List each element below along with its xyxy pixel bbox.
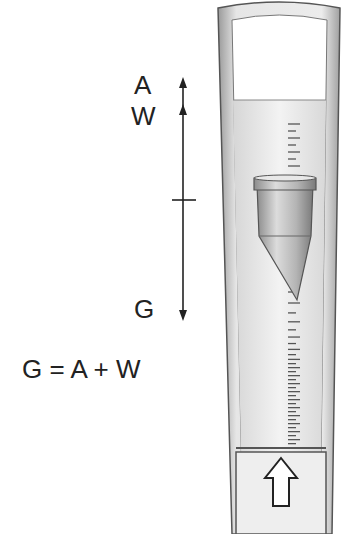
scale-tick — [288, 435, 296, 436]
tube-bore — [232, 15, 327, 534]
scale-tick — [288, 130, 296, 131]
force-label: A — [134, 72, 151, 98]
force-equation: G = A + W — [22, 356, 141, 382]
scale-tick — [288, 375, 300, 376]
float — [257, 184, 313, 300]
force-a-head — [179, 77, 187, 88]
scale-tick — [288, 427, 296, 428]
scale-tick — [288, 395, 296, 396]
scale-tick — [288, 354, 296, 355]
scale-tick — [288, 383, 300, 384]
scale-tick — [288, 423, 300, 424]
scale-tick — [288, 158, 296, 159]
tube-wall — [218, 2, 340, 534]
force-w-head — [179, 104, 187, 115]
scale-tick — [288, 302, 300, 303]
scale-tick — [288, 415, 300, 416]
scale-tick — [288, 371, 296, 372]
scale-tick — [288, 431, 300, 432]
force-label: G — [134, 296, 154, 322]
liquid — [233, 100, 326, 534]
scale-tick — [288, 403, 296, 404]
scale-tick — [288, 363, 296, 364]
float-centre-tick — [172, 199, 196, 201]
force-a-line — [182, 84, 184, 200]
scale-tick — [288, 367, 300, 368]
scale-tick — [288, 419, 296, 420]
scale-tick — [288, 359, 300, 360]
scale-tick — [288, 439, 300, 440]
inlet-edge — [236, 447, 326, 449]
scale-tick — [288, 312, 296, 313]
scale-tick — [288, 387, 296, 388]
scale-tick — [288, 349, 300, 350]
inlet-fitting — [236, 452, 326, 534]
force-g-head — [179, 310, 187, 321]
scale-tick — [288, 151, 300, 152]
scale-tick — [288, 399, 300, 400]
liquid-surface — [233, 100, 326, 101]
scale-tick — [288, 165, 300, 166]
force-g-line — [182, 200, 184, 312]
force-label: W — [131, 103, 156, 129]
float-top — [254, 175, 316, 181]
scale-tick — [288, 391, 300, 392]
scale-tick — [288, 411, 296, 412]
scale-tick — [288, 336, 300, 337]
scale-tick — [288, 321, 300, 322]
scale-tick — [288, 407, 300, 408]
scale-tick — [288, 123, 300, 124]
scale-tick — [288, 343, 296, 344]
float-edge — [259, 236, 311, 237]
flow-arrow — [265, 458, 297, 506]
scale-tick — [288, 137, 300, 138]
scale-tick — [288, 443, 296, 444]
scale-tick — [288, 329, 296, 330]
scale-tick — [288, 144, 296, 145]
scale-tick — [288, 379, 296, 380]
